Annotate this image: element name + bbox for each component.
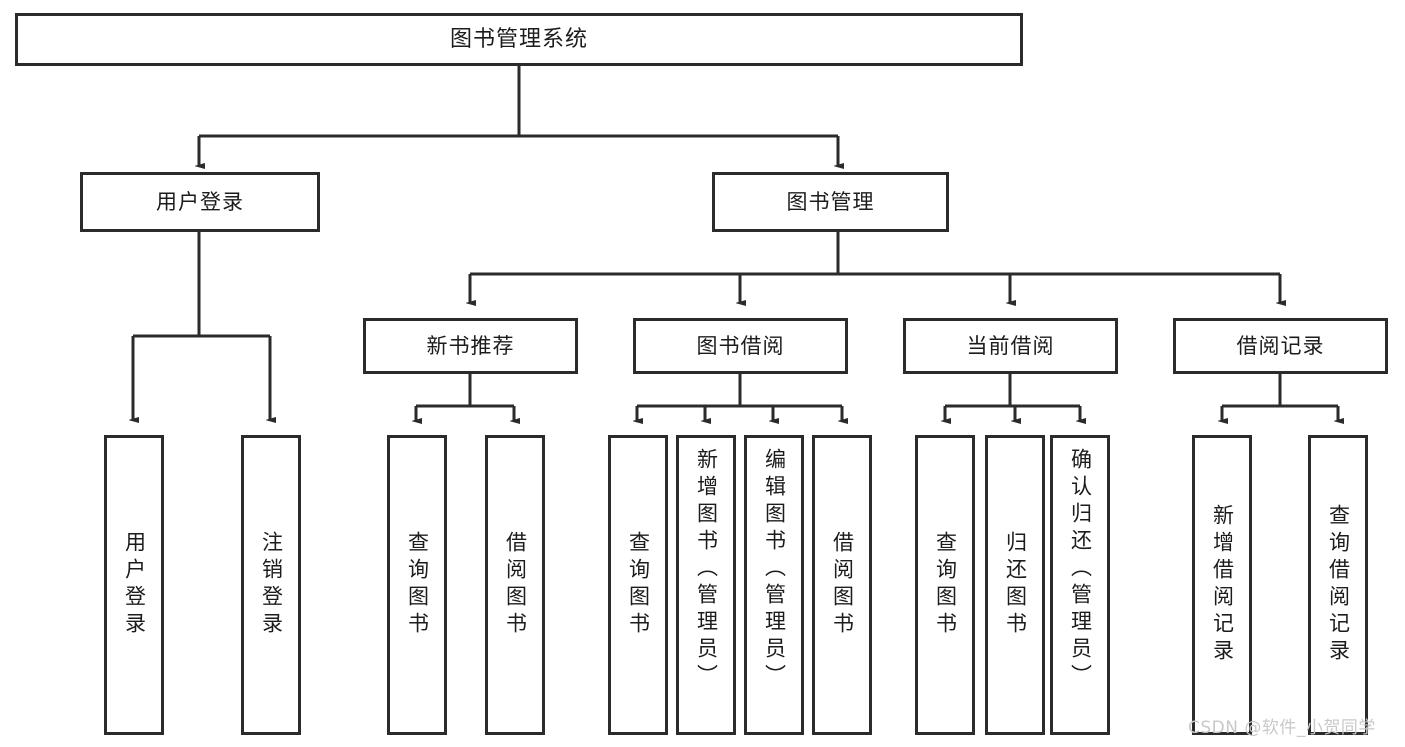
node-label: 查询图书 — [626, 531, 651, 639]
node-leaf-edit-book-admin[interactable]: 编辑图书（管理员） — [744, 435, 804, 735]
node-label: 借阅图书 — [830, 531, 855, 639]
node-leaf-return-book[interactable]: 归还图书 — [985, 435, 1045, 735]
csdn-watermark: CSDN @软件_小贺同学 — [1188, 718, 1376, 738]
node-label: 图书管理系统 — [449, 26, 588, 52]
node-borrow-record[interactable]: 借阅记录 — [1173, 318, 1388, 374]
node-label: 新增图书（管理员） — [694, 448, 719, 691]
node-label: 借阅记录 — [1236, 333, 1325, 358]
node-label: 借阅图书 — [503, 531, 528, 639]
node-label: 归还图书 — [1003, 531, 1028, 639]
node-leaf-query-book-borrow[interactable]: 查询图书 — [608, 435, 668, 735]
node-label: 查询图书 — [933, 531, 958, 639]
node-label: 查询图书 — [405, 531, 430, 639]
node-leaf-borrow-book-recommend[interactable]: 借阅图书 — [485, 435, 545, 735]
node-label: 注销登录 — [259, 531, 284, 639]
node-leaf-user-login[interactable]: 用户登录 — [104, 435, 164, 735]
node-label: 当前借阅 — [966, 333, 1055, 358]
node-label: 查询借阅记录 — [1326, 504, 1351, 666]
node-leaf-query-book-current[interactable]: 查询图书 — [915, 435, 975, 735]
node-label: 编辑图书（管理员） — [762, 448, 787, 691]
node-leaf-add-book-admin[interactable]: 新增图书（管理员） — [676, 435, 736, 735]
node-leaf-logout[interactable]: 注销登录 — [241, 435, 301, 735]
node-leaf-query-borrow-record[interactable]: 查询借阅记录 — [1308, 435, 1368, 735]
node-leaf-borrow-book[interactable]: 借阅图书 — [812, 435, 872, 735]
node-label: 图书管理 — [786, 189, 875, 214]
node-book-borrow[interactable]: 图书借阅 — [633, 318, 848, 374]
node-leaf-confirm-return-admin[interactable]: 确认归还（管理员） — [1050, 435, 1110, 735]
node-label: 用户登录 — [122, 531, 147, 639]
node-new-book-recommendation[interactable]: 新书推荐 — [363, 318, 578, 374]
node-label: 图书借阅 — [696, 333, 785, 358]
node-label: 确认归还（管理员） — [1068, 448, 1093, 691]
node-label: 新书推荐 — [426, 333, 515, 358]
node-user-login[interactable]: 用户登录 — [80, 172, 320, 232]
node-label: 用户登录 — [156, 189, 244, 214]
node-leaf-query-book-recommend[interactable]: 查询图书 — [387, 435, 447, 735]
node-current-borrow[interactable]: 当前借阅 — [903, 318, 1118, 374]
node-root-book-management-system[interactable]: 图书管理系统 — [15, 13, 1023, 66]
node-book-management[interactable]: 图书管理 — [712, 172, 949, 232]
node-label: 新增借阅记录 — [1210, 504, 1235, 666]
node-leaf-add-borrow-record[interactable]: 新增借阅记录 — [1192, 435, 1252, 735]
